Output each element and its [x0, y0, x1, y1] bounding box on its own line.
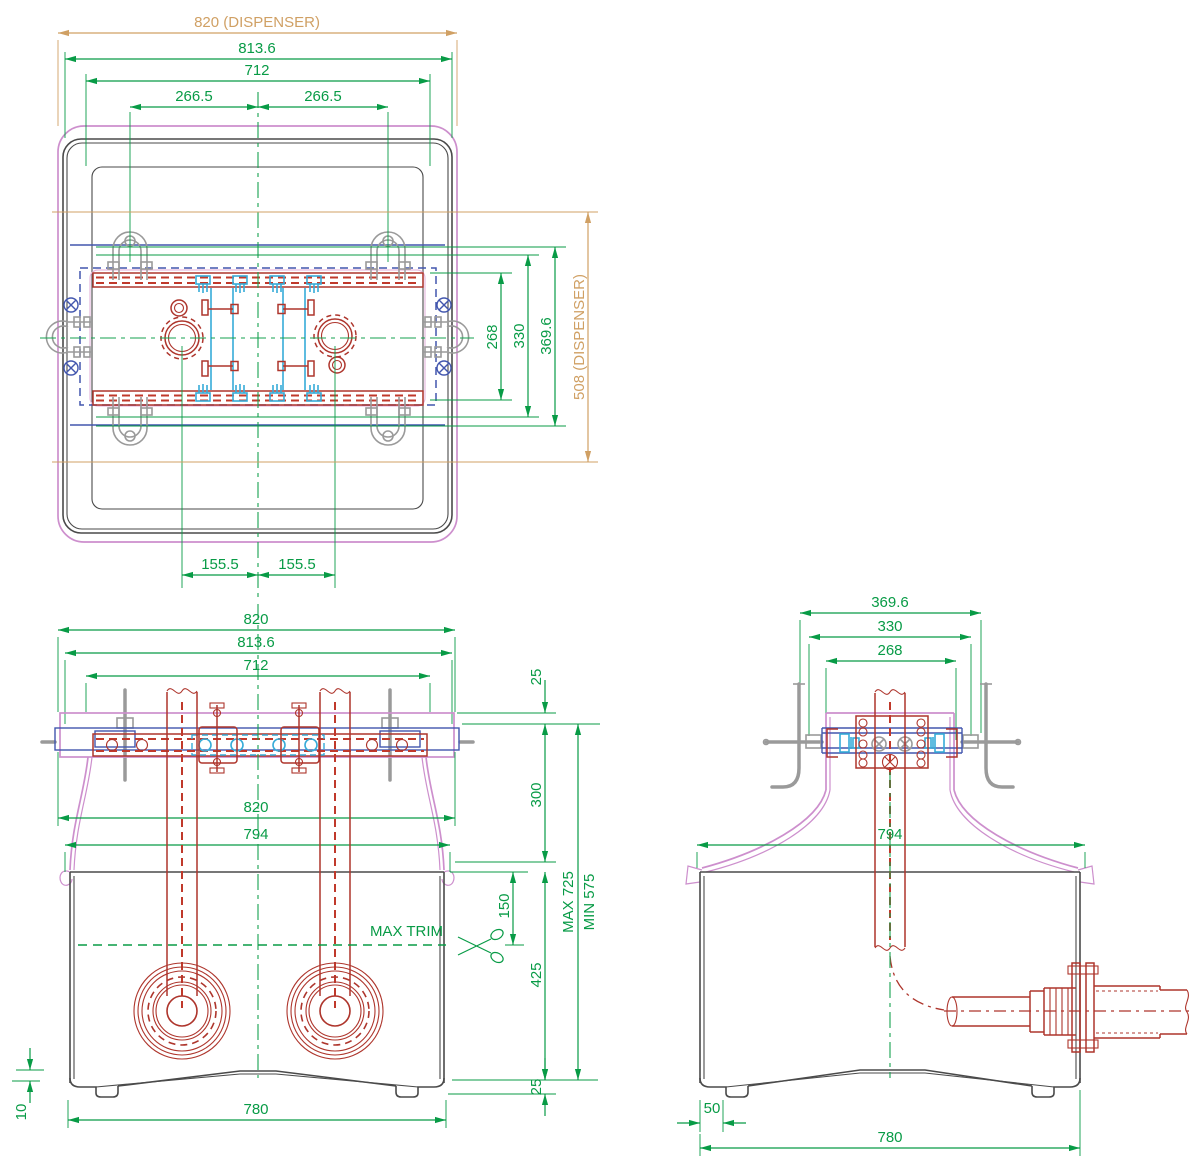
flange-bolt-bottom [1067, 1039, 1099, 1049]
bolt-chain-left [858, 718, 868, 768]
dim-front-base-width: 780 [67, 1100, 447, 1128]
clamp-edge-left [826, 728, 838, 758]
front-tub [69, 871, 445, 1098]
dim-top-left-drain-offset: 155.5 [182, 556, 258, 579]
dim-top-bracket-span: 369.6 [96, 246, 566, 427]
hanger-hook-left [770, 682, 801, 789]
top-view: 820 (DISPENSER) 813.6 712 266.5 266.5 26… [40, 14, 598, 600]
rim-hook-left [685, 865, 703, 885]
dim-label: 268 [877, 642, 902, 659]
max-trim: MAX TRIM [78, 923, 504, 964]
tub-bottom-arch [117, 1070, 397, 1087]
max-trim-label: MAX TRIM [370, 923, 443, 940]
dim-front-base-rise: 10 [12, 1048, 44, 1120]
dim-label-max: MAX 725 [560, 871, 577, 933]
dim-label: 150 [496, 893, 513, 918]
pipe-bend-centerline [889, 955, 945, 1011]
dim-top-right-drain-offset: 155.5 [258, 556, 335, 579]
flange-plate-left [1071, 962, 1081, 1053]
dim-label: 300 [528, 782, 545, 807]
dim-label: 712 [243, 657, 268, 674]
front-funnel [59, 756, 455, 886]
dim-front-trim-depth: 150 [450, 871, 528, 946]
foot-right [395, 1077, 445, 1098]
dim-label: 266.5 [304, 88, 342, 105]
foot-left [69, 1077, 119, 1098]
dim-side-inner-span: 268 [825, 642, 957, 740]
dim-label: 820 [243, 611, 268, 628]
front-view: 820 813.6 712 [12, 604, 600, 1128]
dim-label: 268 [484, 324, 501, 349]
scissors-icon [457, 928, 504, 964]
dim-front-overall-width: 813.6 [64, 634, 453, 724]
foot-right [1031, 1077, 1081, 1098]
dim-front-foot-height: 25 [448, 1058, 556, 1116]
side-shackle-right [423, 297, 470, 376]
clamp-edge-right [946, 728, 958, 758]
dim-top-left-offset: 266.5 [130, 88, 258, 111]
dim-label: 813.6 [237, 634, 275, 651]
dim-label: 155.5 [201, 556, 239, 573]
flange-bolt-top [1067, 965, 1099, 975]
waste-pipe-left [166, 688, 198, 1008]
side-mounting-bracket [762, 682, 1022, 790]
dim-front-flange-drop: 25 [457, 669, 600, 725]
dim-top-mount-width: 712 [85, 62, 431, 166]
front-mounting-bracket [40, 688, 475, 782]
bolt-chain-right [916, 718, 926, 768]
pipe-clamp-edge-right [280, 702, 320, 774]
dim-top-right-offset: 266.5 [258, 88, 388, 111]
dim-side-base-width: 780 [699, 1090, 1081, 1156]
dim-label: 266.5 [175, 88, 213, 105]
dim-label: 369.6 [538, 317, 555, 355]
rail-bolt-icons [195, 275, 322, 402]
pipe-clamp-right [277, 299, 357, 377]
dim-front-dispenser-width: 820 [57, 611, 456, 712]
dim-label: 155.5 [278, 556, 316, 573]
dim-label: 712 [244, 62, 269, 79]
dim-top-rail-span: 330 [96, 254, 539, 418]
side-shackle-left [45, 297, 92, 376]
side-view: 369.6 330 268 [677, 594, 1194, 1156]
dim-label: 50 [704, 1100, 721, 1117]
drain-right [286, 962, 384, 1060]
outlet-coupling [944, 962, 1194, 1053]
dim-front-lower-height: 425 [452, 872, 598, 1081]
dim-top-dispenser-depth: 508 (DISPENSER) [52, 211, 598, 463]
dim-front-tub-top-width: 820 [57, 752, 456, 826]
dim-label: 780 [243, 1101, 268, 1118]
dim-front-upper-height: 300 [455, 724, 556, 863]
dim-label: 10 [13, 1104, 30, 1121]
flange-plate-right [1085, 962, 1095, 1053]
dim-top-dispenser-width: 820 (DISPENSER) [57, 14, 458, 126]
dim-label: 820 (DISPENSER) [194, 14, 320, 31]
dim-label: 425 [528, 962, 545, 987]
red-rail-edge [92, 733, 428, 757]
dim-label: 25 [528, 669, 545, 686]
clamp-plate [855, 715, 929, 769]
dim-label: 330 [511, 323, 528, 348]
hanger-hook-right [984, 682, 1015, 789]
dim-label: 794 [243, 826, 268, 843]
dim-top-overall-width: 813.6 [64, 40, 453, 138]
dim-label: 820 [243, 799, 268, 816]
dim-label: 813.6 [238, 40, 276, 57]
dim-label: 25 [528, 1079, 545, 1096]
dim-side-rail-span: 330 [808, 618, 972, 736]
dim-label-min: MIN 575 [581, 874, 598, 931]
dim-label: 508 (DISPENSER) [571, 274, 588, 400]
dim-top-inner-span: 268 [430, 272, 512, 401]
drain-left [133, 962, 231, 1060]
foot-left [699, 1077, 749, 1098]
pipe-clamp-edge-left [198, 702, 238, 774]
dim-side-foot-inset: 50 [677, 1100, 746, 1132]
tub-bottom-arch [747, 1069, 1033, 1087]
dim-front-overall-height: MAX 725 MIN 575 [560, 724, 598, 1080]
dim-label: 369.6 [871, 594, 909, 611]
dim-label: 780 [877, 1129, 902, 1146]
side-funnel [685, 789, 1095, 885]
flange-outline [59, 712, 455, 758]
dim-label: 330 [877, 618, 902, 635]
